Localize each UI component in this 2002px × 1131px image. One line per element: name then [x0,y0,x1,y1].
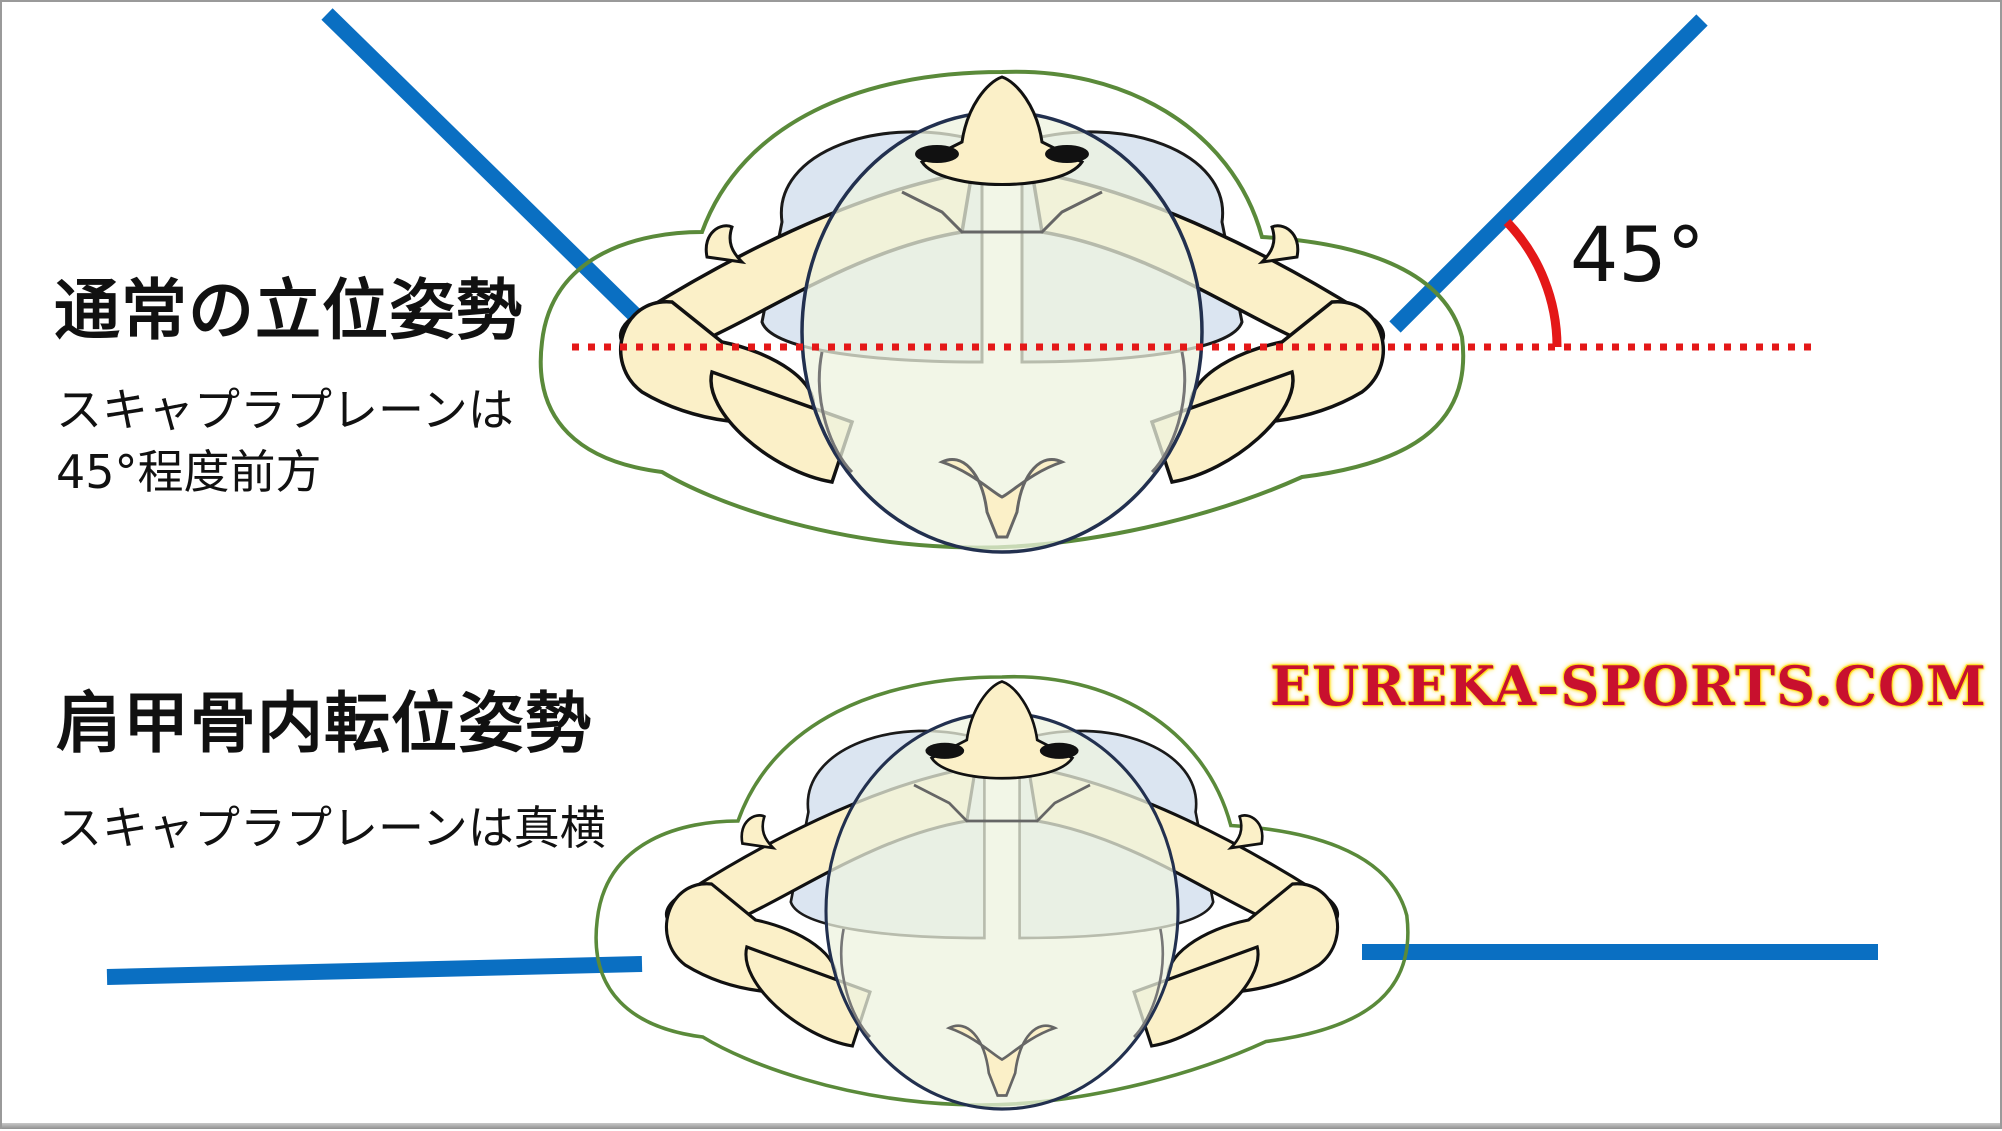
section-title-normal-posture: 通常の立位姿勢 [54,272,523,349]
scapular-plane-line-right [1389,14,1708,333]
description-retraction: スキャプラプレーンは真横 [56,801,606,855]
scapular-plane-line-horizontal-left [106,956,643,985]
scapular-plane-line-left [321,8,648,328]
torso-normal [538,69,1466,554]
section-title-retraction-posture: 肩甲骨内転位姿勢 [56,685,592,762]
description-normal-line1: スキャプラプレーンは [56,383,514,437]
angle-label: 45° [1570,210,1705,299]
angle-arc [1503,218,1562,348]
brand-watermark: EUREKA-SPORTS.COM [1270,654,1987,718]
description-normal-line2: 45°程度前方 [56,445,322,499]
torso-retracted [594,674,1410,1111]
